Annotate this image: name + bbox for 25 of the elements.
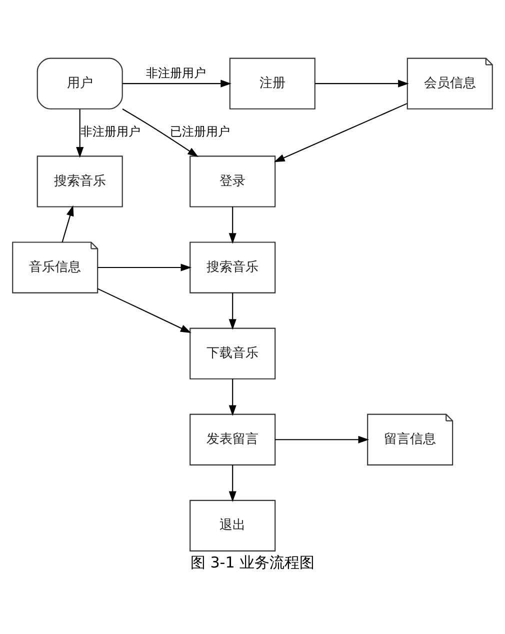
arrow <box>122 80 232 88</box>
node-box: 登录 <box>190 156 276 208</box>
arrow <box>228 464 236 502</box>
arrow <box>62 205 74 242</box>
node-box: 下载音乐 <box>190 328 276 380</box>
node-box: 发表留言 <box>190 414 276 466</box>
caption: 图 3-1 业务流程图 <box>190 553 315 572</box>
node-box: 搜索音乐 <box>190 242 276 294</box>
arrow <box>76 109 84 158</box>
node-box: 搜索音乐 <box>36 156 123 208</box>
arrow <box>228 206 236 244</box>
arrow <box>275 436 370 444</box>
arrow <box>98 264 192 272</box>
arrow <box>228 292 236 330</box>
arrow <box>274 103 408 162</box>
arrow <box>228 378 236 416</box>
arrow <box>315 80 409 88</box>
node-box: 退出 <box>190 500 276 552</box>
edge-label: 已注册用户 <box>170 124 230 139</box>
edge-label: 非注册用户 <box>146 66 206 80</box>
edge-label: 非注册用户 <box>80 124 141 139</box>
arrow <box>97 288 192 333</box>
node-box: 注册 <box>229 58 316 110</box>
arrow <box>122 108 198 158</box>
node-box: 用户 <box>36 58 123 110</box>
